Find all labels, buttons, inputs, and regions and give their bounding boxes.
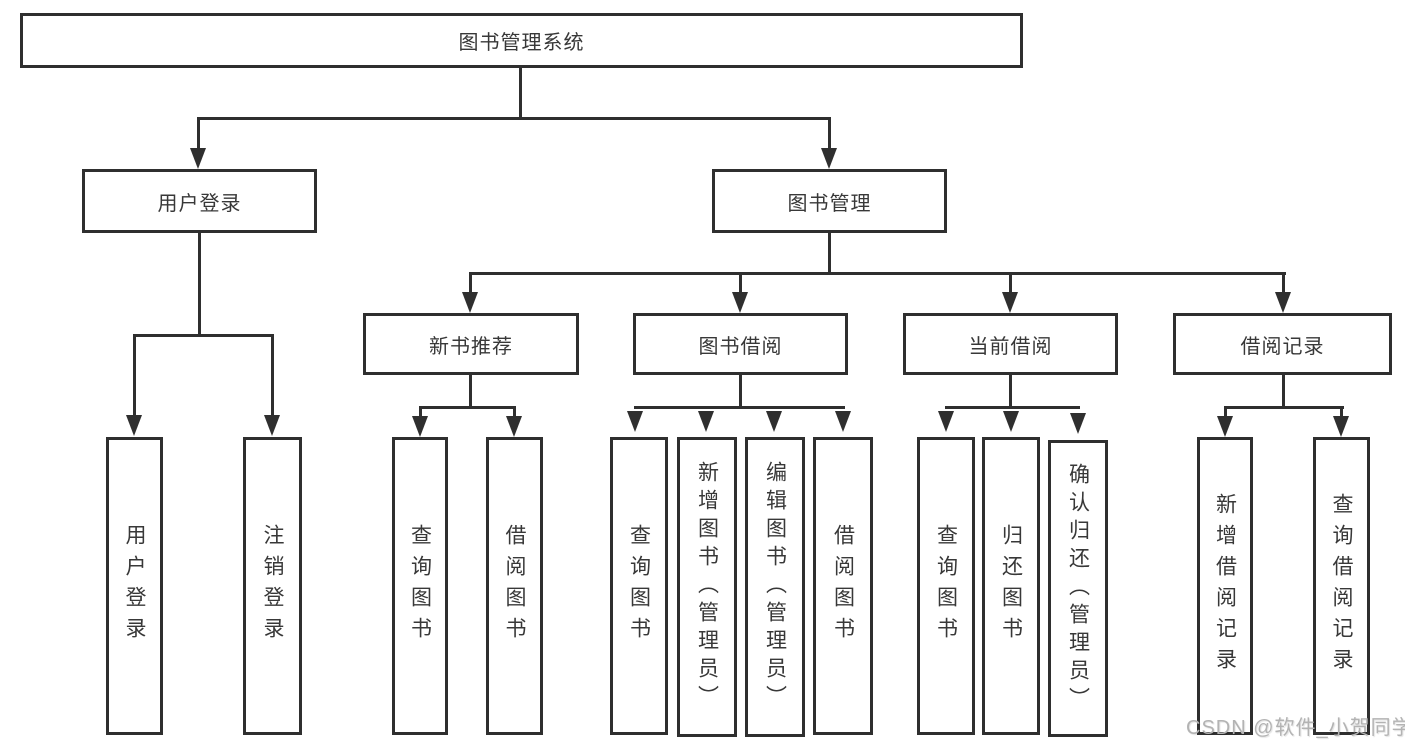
connector-line	[739, 375, 742, 409]
connector-line	[469, 272, 1286, 275]
node-book-borrow: 图书借阅	[633, 313, 848, 375]
arrow-down-icon	[1070, 413, 1086, 434]
node-book-mgmt-group-label: 图书管理	[787, 192, 872, 215]
node-cb-query-book: 查询图书	[917, 437, 975, 735]
arrow-down-icon	[1002, 292, 1018, 313]
arrow-down-icon	[1333, 416, 1349, 437]
arrow-down-icon	[821, 148, 837, 169]
node-cb-confirm-return-label: 确认归还（管理员）	[1066, 462, 1090, 715]
connector-line	[419, 406, 422, 419]
node-bb-add-book: 新增图书（管理员）	[677, 437, 737, 737]
arrow-down-icon	[1217, 416, 1233, 437]
node-logout-label: 注销登录	[261, 524, 284, 648]
connector-line	[1009, 272, 1012, 294]
arrow-down-icon	[264, 415, 280, 436]
csdn-watermark: CSDN @软件_小贺同学	[1186, 717, 1405, 739]
node-book-mgmt-group: 图书管理	[712, 169, 947, 233]
connector-line	[828, 233, 831, 275]
connector-line	[271, 334, 274, 416]
arrow-down-icon	[126, 415, 142, 436]
node-borrow-records-label: 借阅记录	[1240, 335, 1325, 358]
connector-line	[469, 272, 472, 294]
connector-line	[1282, 375, 1285, 409]
node-new-book-rec-label: 新书推荐	[429, 335, 513, 358]
node-current-borrow-label: 当前借阅	[968, 335, 1053, 358]
node-nbr-query-book-label: 查询图书	[408, 524, 432, 648]
connector-line	[634, 406, 845, 409]
arrow-down-icon	[732, 292, 748, 313]
connector-line	[469, 375, 472, 409]
arrow-down-icon	[766, 411, 782, 432]
node-cb-return-book-label: 归还图书	[999, 524, 1023, 648]
node-user-login-group: 用户登录	[82, 169, 317, 233]
node-book-borrow-label: 图书借阅	[698, 335, 783, 358]
connector-line	[1340, 406, 1343, 419]
node-bb-borrow-book-label: 借阅图书	[831, 524, 855, 648]
node-new-book-rec: 新书推荐	[363, 313, 579, 375]
connector-line	[1282, 272, 1285, 294]
arrow-down-icon	[506, 416, 522, 437]
node-bb-edit-book: 编辑图书（管理员）	[745, 437, 805, 737]
arrow-down-icon	[1275, 292, 1291, 313]
node-cb-confirm-return: 确认归还（管理员）	[1048, 440, 1108, 737]
node-nbr-borrow-book: 借阅图书	[486, 437, 543, 735]
connector-line	[197, 117, 200, 151]
connector-line	[133, 334, 136, 416]
node-logout: 注销登录	[243, 437, 302, 735]
node-bb-borrow-book: 借阅图书	[813, 437, 873, 735]
connector-line	[198, 233, 201, 337]
arrow-down-icon	[835, 411, 851, 432]
node-cb-return-book: 归还图书	[982, 437, 1040, 735]
node-user-login-group-label: 用户登录	[157, 192, 242, 215]
connector-line	[133, 334, 274, 337]
node-bb-add-book-label: 新增图书（管理员）	[695, 461, 719, 713]
node-br-query-record-label: 查询借阅记录	[1330, 493, 1353, 679]
connector-line	[419, 406, 516, 409]
arrow-down-icon	[190, 148, 206, 169]
arrow-down-icon	[627, 411, 643, 432]
connector-line	[1009, 375, 1012, 409]
connector-line	[828, 117, 831, 151]
node-borrow-records: 借阅记录	[1173, 313, 1392, 375]
arrow-down-icon	[698, 411, 714, 432]
connector-line	[197, 117, 831, 120]
node-cb-query-book-label: 查询图书	[934, 524, 958, 648]
node-nbr-query-book: 查询图书	[392, 437, 448, 735]
connector-line	[945, 406, 1080, 409]
node-br-add-record-label: 新增借阅记录	[1213, 493, 1237, 679]
arrow-down-icon	[1003, 411, 1019, 432]
node-br-add-record: 新增借阅记录	[1197, 437, 1253, 735]
connector-line	[1224, 406, 1344, 409]
node-user-login: 用户登录	[106, 437, 163, 735]
connector-line	[513, 406, 516, 419]
connector-line	[1224, 406, 1227, 419]
arrow-down-icon	[938, 411, 954, 432]
node-bb-query-book: 查询图书	[610, 437, 668, 735]
node-current-borrow: 当前借阅	[903, 313, 1118, 375]
arrow-down-icon	[412, 416, 428, 437]
connector-line	[739, 272, 742, 294]
node-user-login-label: 用户登录	[123, 524, 146, 648]
node-root: 图书管理系统	[20, 13, 1023, 68]
connector-line	[519, 68, 522, 119]
node-bb-edit-book-label: 编辑图书（管理员）	[763, 461, 787, 713]
node-root-label: 图书管理系统	[458, 32, 585, 54]
node-bb-query-book-label: 查询图书	[627, 524, 651, 648]
node-br-query-record: 查询借阅记录	[1313, 437, 1370, 735]
node-nbr-borrow-book-label: 借阅图书	[503, 524, 526, 648]
arrow-down-icon	[462, 292, 478, 313]
